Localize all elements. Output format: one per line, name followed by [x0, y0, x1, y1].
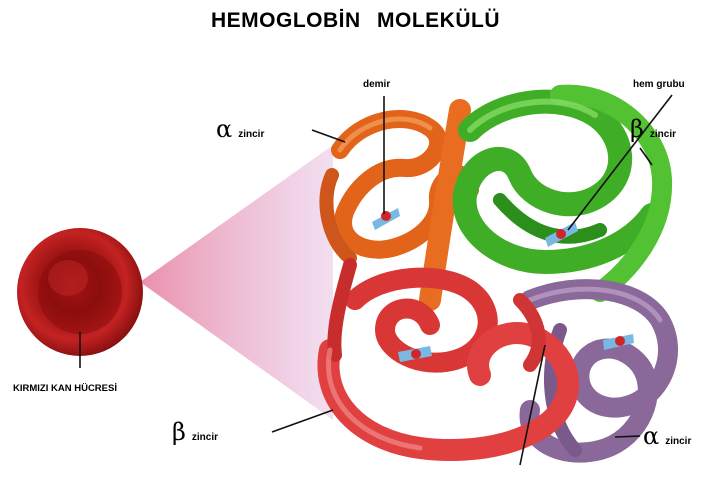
chain-word: zincir	[238, 130, 264, 140]
label-beta-chain-bottom: β zincir	[172, 420, 218, 444]
label-red-blood-cell: KIRMIZI KAN HÜCRESİ	[13, 384, 117, 394]
beta-symbol: β	[172, 420, 186, 444]
label-alpha-chain-bottom: α zincir	[643, 424, 691, 448]
magnification-cone	[140, 145, 333, 420]
chain-word: zincir	[650, 130, 676, 140]
alpha-symbol: α	[216, 117, 232, 141]
label-beta-chain-top: β zincir	[630, 117, 676, 141]
chain-word: zincir	[665, 437, 691, 447]
label-demir: demir	[363, 80, 390, 90]
leader-line-beta-bottom	[272, 410, 333, 432]
label-alpha-chain-top: α zincir	[216, 117, 264, 141]
label-hem-grubu: hem grubu	[633, 80, 685, 90]
chain-word: zincir	[192, 433, 218, 443]
heme-group-1	[372, 208, 400, 230]
beta-symbol: β	[630, 117, 644, 141]
leader-line-alpha-bottom	[615, 436, 640, 437]
page-title: HEMOGLOBİN MOLEKÜLÜ	[0, 10, 711, 31]
alpha-symbol: α	[643, 424, 659, 448]
